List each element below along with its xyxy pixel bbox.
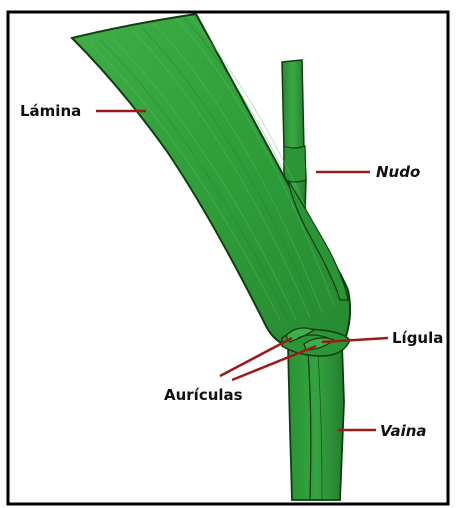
leaf-blade [72, 14, 350, 349]
vaina-label: Vaina [380, 422, 427, 440]
auriculas-label: Aurículas [164, 386, 243, 404]
nudo-label: Nudo [376, 163, 420, 181]
node-band [284, 146, 306, 182]
ligula-label: Lígula [392, 329, 443, 347]
leaf-sheath [288, 344, 344, 500]
lamina-label: Lámina [20, 102, 81, 120]
